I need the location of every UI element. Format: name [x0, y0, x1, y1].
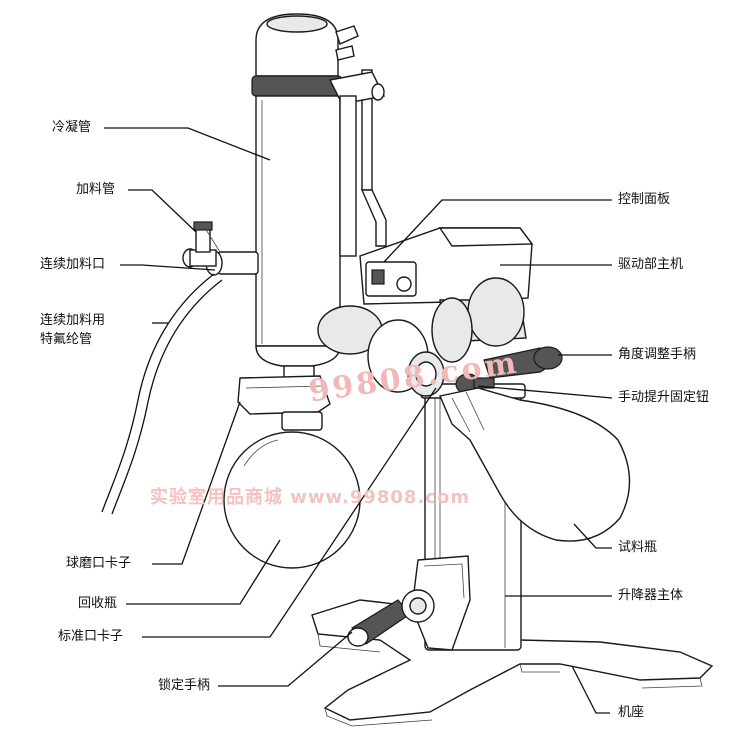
- leader-condenser: [104, 127, 271, 161]
- teflon-tube-drawing: [101, 273, 223, 515]
- label-sample-flask: 试料瓶: [618, 540, 658, 555]
- watermark-banner: 实验室用品商城 www.99808.com: [150, 487, 471, 508]
- leader-base: [571, 665, 610, 714]
- label-base: 机座: [618, 705, 645, 720]
- label-drive-unit: 驱动部主机: [618, 257, 684, 272]
- lock-handle-drawing: [347, 589, 435, 647]
- leader-recv-flask: [126, 539, 281, 605]
- label-angle-handle: 角度调整手柄: [618, 347, 697, 362]
- label-lift-body: 升降器主体: [618, 588, 684, 603]
- label-standard-clamp: 标准口卡子: [58, 629, 124, 644]
- leader-lock-handle: [218, 631, 353, 687]
- angle-handle-drawing: [483, 346, 563, 379]
- leader-feed-port: [120, 264, 216, 271]
- label-receiving-flask: 回收瓶: [78, 596, 118, 611]
- label-feed-tube: 加料管: [76, 182, 116, 197]
- label-lock-handle: 锁定手柄: [158, 678, 211, 693]
- label-ball-clamp: 球磨口卡子: [66, 556, 132, 571]
- label-control-panel: 控制面板: [618, 192, 671, 207]
- label-teflon-tube-line1: 连续加料用: [40, 313, 106, 328]
- label-continuous-feed-port: 连续加料口: [40, 257, 106, 272]
- leader-ball-clamp: [152, 401, 241, 565]
- sample-flask-drawing: [439, 387, 631, 542]
- feed-port-drawing: [182, 221, 259, 276]
- leader-feed-tube: [128, 189, 197, 233]
- support-rod-drawing: [328, 69, 387, 257]
- leader-sample-flask: [573, 523, 612, 549]
- leader-lines: [104, 127, 613, 714]
- receiving-flask-drawing: [223, 375, 361, 569]
- leader-lift-knob: [477, 385, 613, 399]
- label-lift-lock-knob: 手动提升固定钮: [618, 390, 710, 405]
- label-condenser: 冷凝管: [52, 120, 92, 135]
- drive-unit-drawing: [317, 227, 534, 397]
- leader-control-panel: [383, 199, 612, 263]
- leader-std-clamp: [142, 387, 437, 638]
- label-teflon-tube-line2: 特氟纶管: [40, 332, 93, 347]
